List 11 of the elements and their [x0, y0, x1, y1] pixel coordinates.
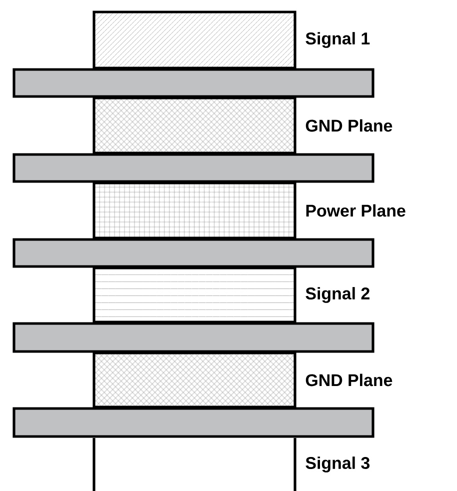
layer-label: Power Plane — [306, 204, 406, 217]
copper-bar — [12, 407, 374, 438]
layer-label: GND Plane — [306, 374, 392, 386]
layer-label: GND Plane — [306, 119, 392, 132]
copper-bar — [12, 238, 374, 268]
copper-bar — [12, 322, 374, 353]
copper-bar — [12, 153, 374, 183]
layer-label: Signal 1 — [306, 32, 370, 48]
copper-bar — [12, 68, 374, 98]
layer-label: Signal 2 — [306, 287, 370, 303]
layer-label: Signal 3 — [306, 456, 370, 472]
